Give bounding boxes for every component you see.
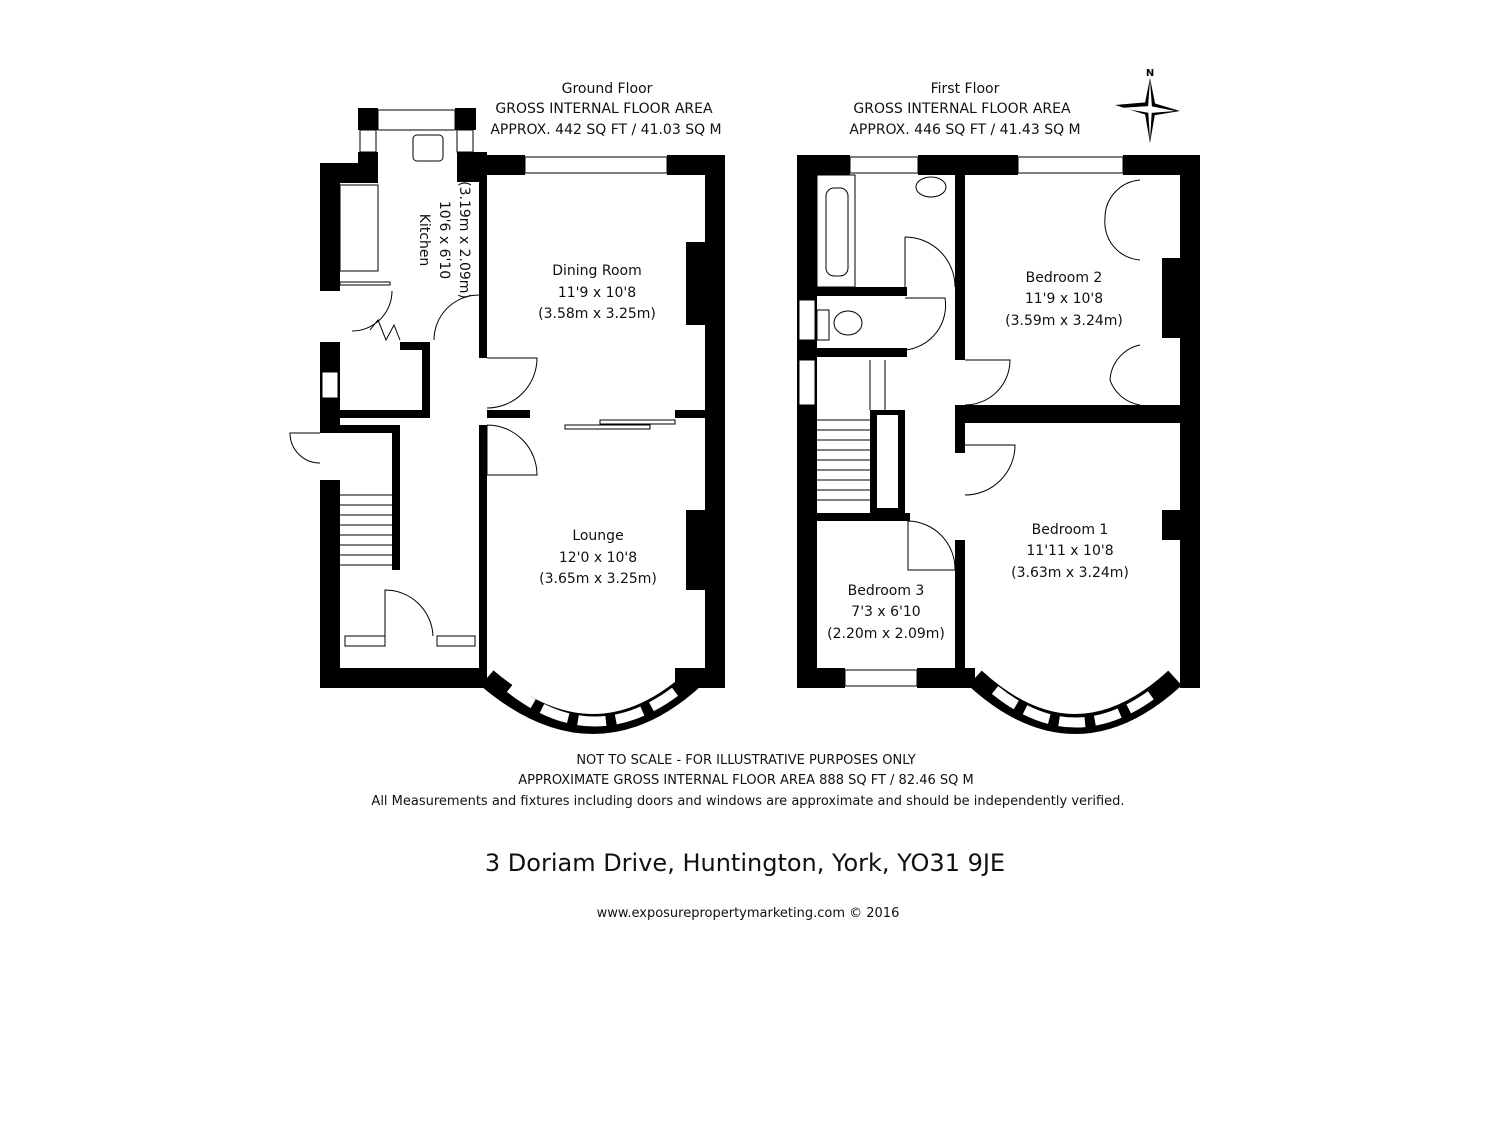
room-name: Lounge bbox=[572, 528, 623, 544]
room-size-metric: (3.58m x 3.25m) bbox=[538, 306, 656, 322]
disclaimer-line-1: NOT TO SCALE - FOR ILLUSTRATIVE PURPOSES… bbox=[576, 753, 915, 768]
property-address: 3 Doriam Drive, Huntington, York, YO31 9… bbox=[485, 849, 1005, 877]
room-name: Bedroom 2 bbox=[1026, 270, 1103, 286]
ground-floor-area-label: GROSS INTERNAL FLOOR AREA bbox=[495, 101, 713, 117]
room-bedroom-2: Bedroom 2 11'9 x 10'8 (3.59m x 3.24m) bbox=[1005, 270, 1123, 329]
disclaimer-line-2: APPROXIMATE GROSS INTERNAL FLOOR AREA 88… bbox=[518, 773, 973, 788]
room-size-imperial: 7'3 x 6'10 bbox=[851, 604, 920, 620]
first-floor-header: First Floor GROSS INTERNAL FLOOR AREA AP… bbox=[849, 81, 1080, 138]
room-kitchen: Kitchen 10'6 x 6'10 (3.19m x 2.09m) bbox=[416, 181, 472, 299]
room-size-imperial: 10'6 x 6'10 bbox=[436, 201, 452, 279]
ground-floor-title: Ground Floor bbox=[562, 81, 653, 97]
first-floor-rooms: Bedroom 2 11'9 x 10'8 (3.59m x 3.24m) Be… bbox=[827, 270, 1129, 642]
ground-floor-rooms: Kitchen 10'6 x 6'10 (3.19m x 2.09m) Dini… bbox=[416, 181, 657, 587]
room-size-imperial: 11'11 x 10'8 bbox=[1026, 543, 1113, 559]
room-size-metric: (3.19m x 2.09m) bbox=[456, 181, 472, 299]
compass-label: N bbox=[1146, 68, 1154, 79]
room-size-metric: (2.20m x 2.09m) bbox=[827, 626, 945, 642]
room-lounge: Lounge 12'0 x 10'8 (3.65m x 3.25m) bbox=[539, 528, 657, 587]
first-floor-title: First Floor bbox=[931, 81, 1000, 97]
room-size-metric: (3.63m x 3.24m) bbox=[1011, 565, 1129, 581]
room-size-metric: (3.65m x 3.25m) bbox=[539, 571, 657, 587]
room-size-metric: (3.59m x 3.24m) bbox=[1005, 313, 1123, 329]
room-dining-room: Dining Room 11'9 x 10'8 (3.58m x 3.25m) bbox=[538, 263, 656, 322]
first-floor-plan bbox=[797, 155, 1200, 734]
room-name: Bedroom 3 bbox=[848, 583, 925, 599]
room-bedroom-3: Bedroom 3 7'3 x 6'10 (2.20m x 2.09m) bbox=[827, 583, 945, 642]
room-size-imperial: 12'0 x 10'8 bbox=[559, 550, 637, 566]
room-name: Dining Room bbox=[552, 263, 642, 279]
disclaimer-line-3: All Measurements and fixtures including … bbox=[371, 794, 1124, 809]
room-name: Kitchen bbox=[416, 214, 432, 267]
compass-icon: N bbox=[1115, 68, 1180, 143]
room-size-imperial: 11'9 x 10'8 bbox=[1025, 291, 1103, 307]
ground-floor-plan bbox=[289, 108, 725, 734]
room-bedroom-1: Bedroom 1 11'11 x 10'8 (3.63m x 3.24m) bbox=[1011, 522, 1129, 581]
first-floor-area-label: GROSS INTERNAL FLOOR AREA bbox=[853, 101, 1071, 117]
footer-copyright: www.exposurepropertymarketing.com © 2016 bbox=[597, 906, 900, 921]
ground-floor-area-value: APPROX. 442 SQ FT / 41.03 SQ M bbox=[490, 122, 721, 138]
first-floor-area-value: APPROX. 446 SQ FT / 41.43 SQ M bbox=[849, 122, 1080, 138]
ground-floor-header: Ground Floor GROSS INTERNAL FLOOR AREA A… bbox=[490, 81, 721, 138]
disclaimer: NOT TO SCALE - FOR ILLUSTRATIVE PURPOSES… bbox=[371, 753, 1124, 809]
room-name: Bedroom 1 bbox=[1032, 522, 1109, 538]
room-size-imperial: 11'9 x 10'8 bbox=[558, 285, 636, 301]
